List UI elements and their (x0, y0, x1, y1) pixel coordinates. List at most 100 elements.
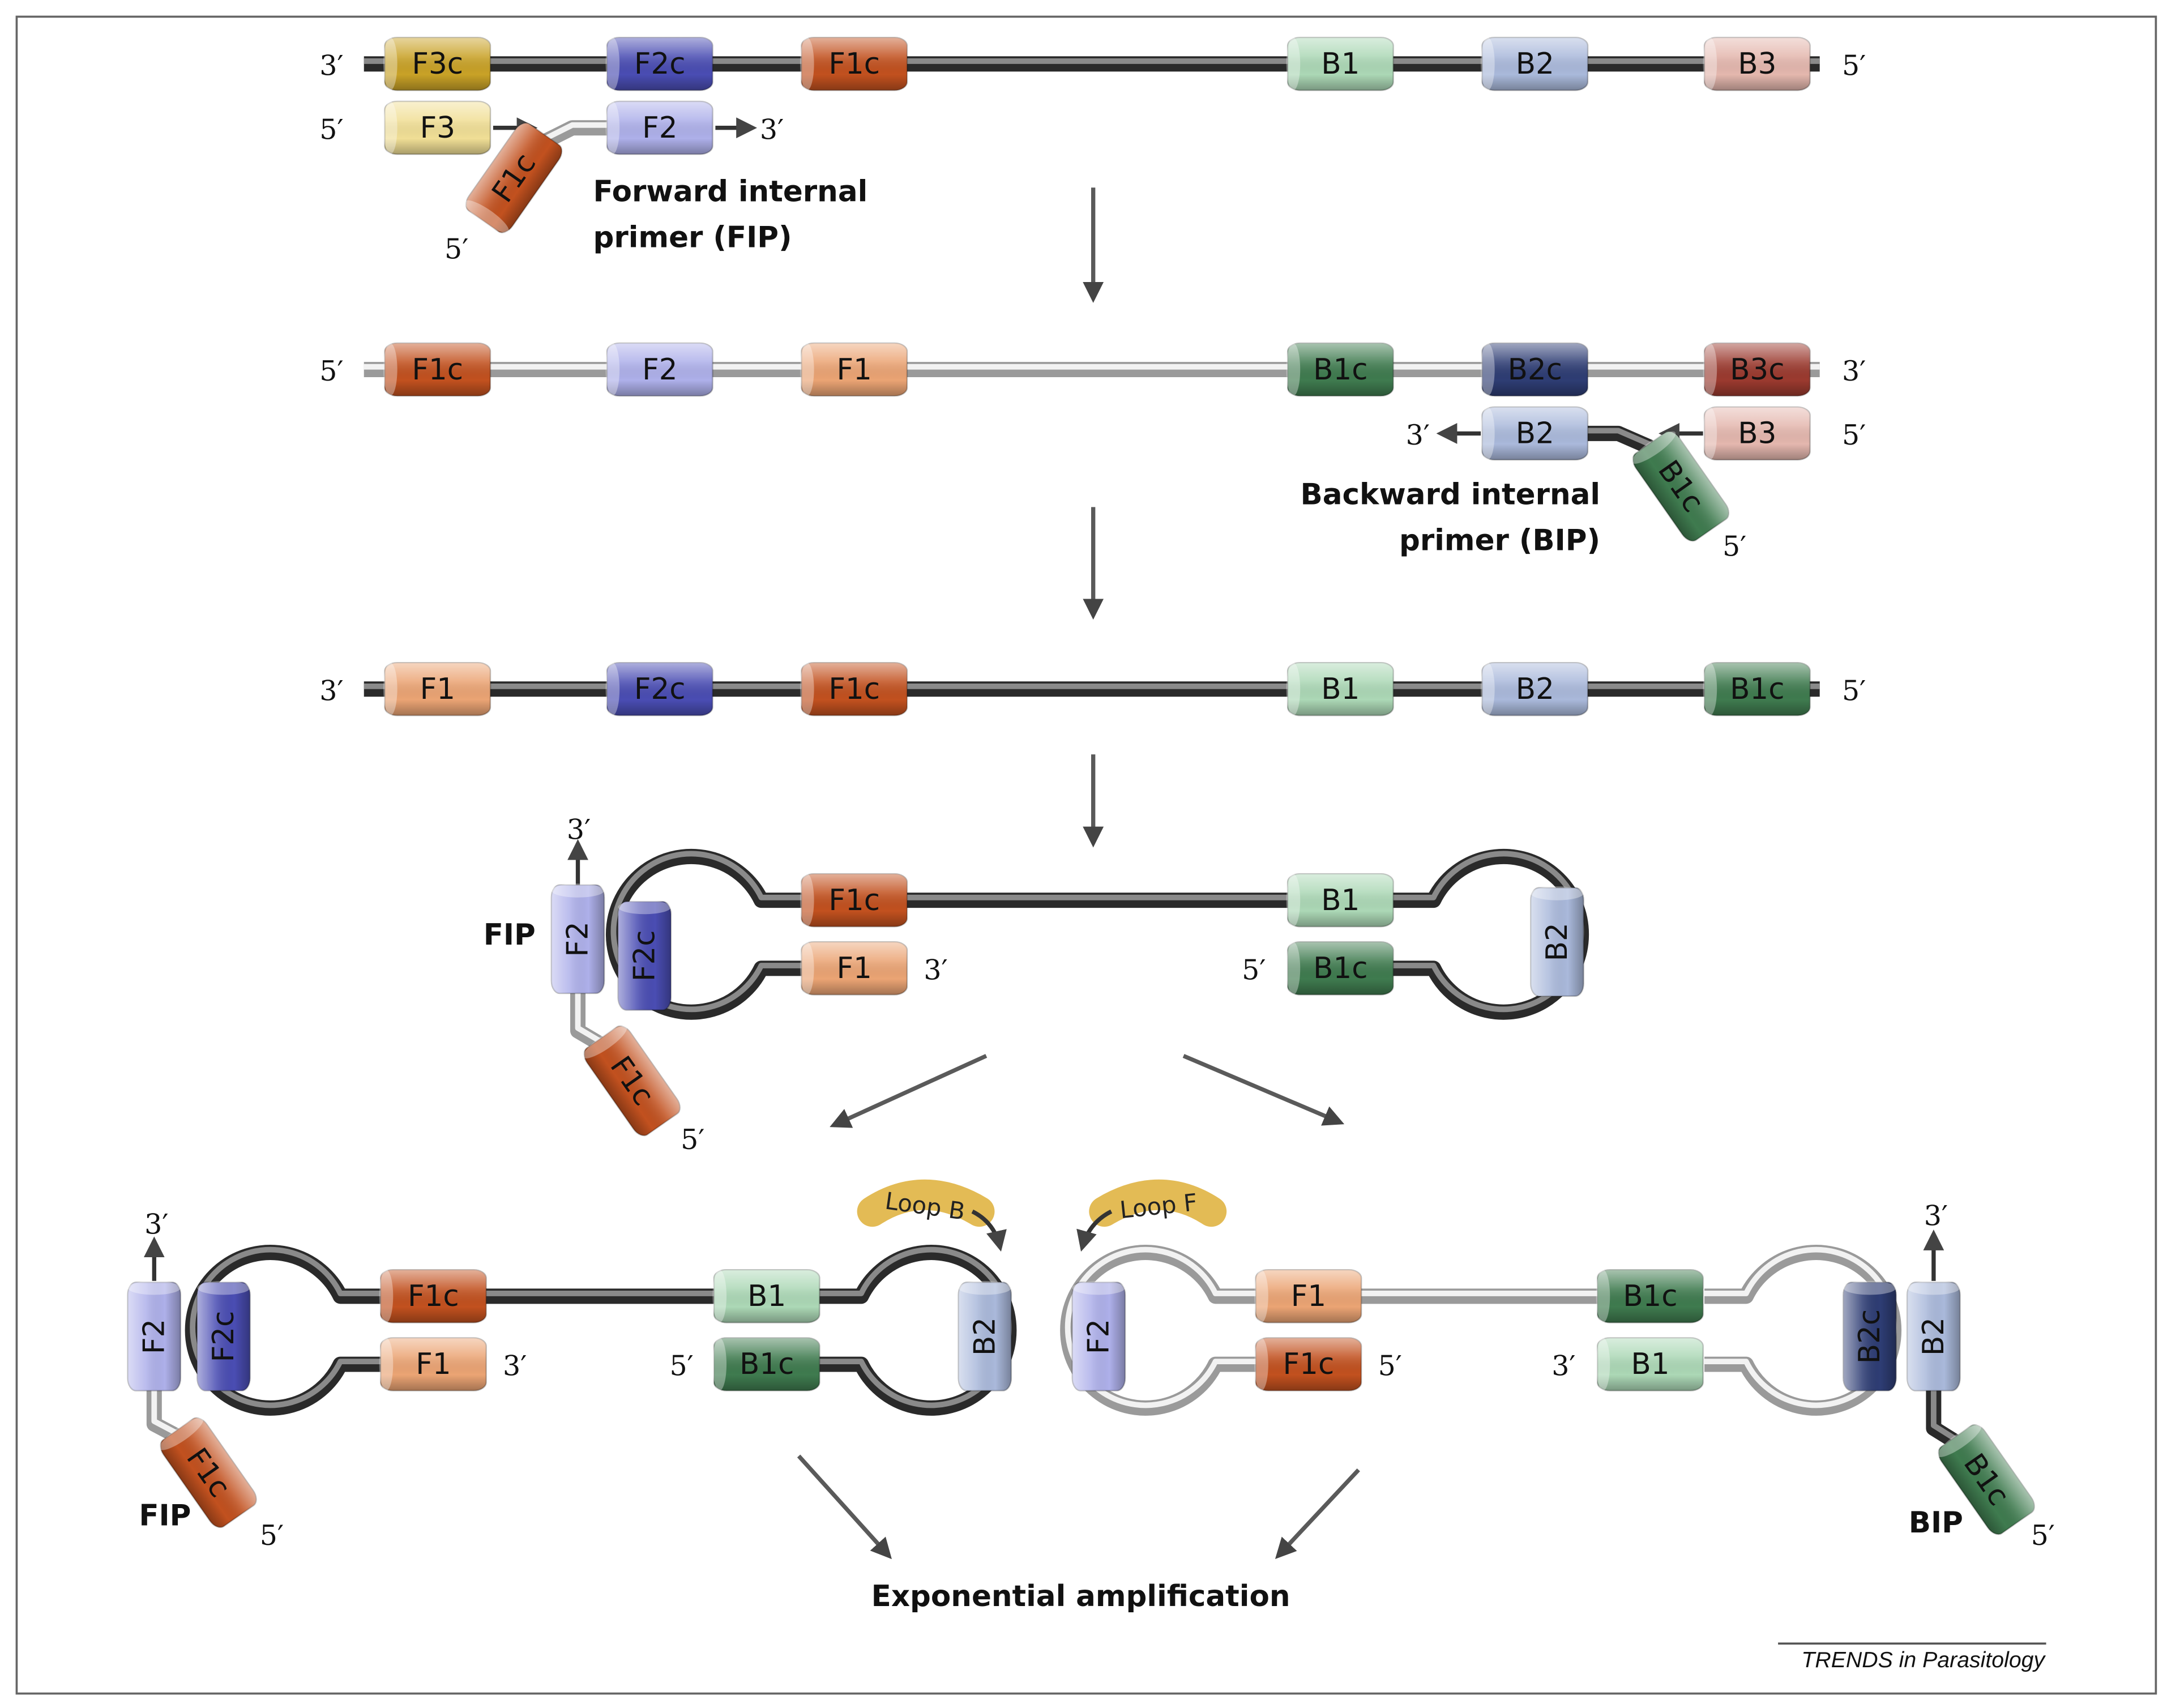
segment-b1c: B1c (1703, 661, 1811, 716)
segment-b2: B2 (1481, 37, 1589, 91)
fip-linker (541, 120, 608, 149)
segment-f1: F1 (800, 342, 908, 397)
segment-b2: B2 (1481, 661, 1589, 716)
segment-b1: B1 (1286, 661, 1394, 716)
segment-f1c: F1c (800, 873, 908, 928)
segment-f2-vertical: F2 (1071, 1280, 1126, 1391)
bip-linker (1586, 425, 1653, 455)
end-label: 3′ (1924, 1199, 1948, 1232)
end-label: 5′ (444, 232, 468, 265)
end-label: 3′ (144, 1207, 168, 1240)
segment-label: B3c (1730, 353, 1784, 387)
segment-label: F1c (1283, 1347, 1335, 1381)
end-label: 5′ (669, 1350, 693, 1382)
segment-label: F1 (416, 1347, 451, 1381)
segment-label: B1 (1631, 1347, 1669, 1381)
left-loop (605, 848, 803, 1020)
segment-label: B3 (1738, 417, 1776, 451)
segment-b1c: B1c (1596, 1269, 1704, 1323)
segment-b3c: B3c (1703, 342, 1811, 397)
journal-credit: TRENDS in Parasitology (1801, 1647, 2046, 1672)
main-strand (364, 56, 1820, 72)
left-loop (185, 1245, 382, 1416)
segment-f2c: F2c (605, 661, 713, 716)
end-label: 5′ (1378, 1350, 1402, 1382)
segment-label: B3 (1738, 47, 1776, 81)
end-label: 5′ (1842, 674, 1866, 707)
end-label: 5′ (1723, 530, 1746, 562)
end-label: 5′ (1842, 49, 1866, 82)
segment-b2-vertical: B2 (1530, 886, 1584, 997)
segment-label: F2 (642, 111, 677, 145)
end-label: 3′ (319, 49, 343, 82)
end-label: 3′ (503, 1350, 527, 1382)
end-label: 5′ (2031, 1519, 2055, 1552)
end-label: 3′ (319, 674, 343, 707)
segment-f2: F2 (605, 100, 713, 155)
segment-label: B1 (747, 1279, 786, 1313)
end-label: 5′ (260, 1519, 284, 1552)
segment-label: B1c (740, 1347, 794, 1381)
main-strand (364, 681, 1820, 697)
segment-b1: B1 (1286, 37, 1394, 91)
end-label: 3′ (760, 113, 784, 146)
segment-f1: F1 (1254, 1269, 1362, 1323)
amplification-arrow (1275, 1468, 1360, 1559)
segment-b1c: B1c (712, 1337, 820, 1391)
end-label: 3′ (1406, 419, 1430, 451)
figure-frame (15, 15, 2157, 1695)
bip-linker (1926, 1386, 1960, 1449)
segment-label: F1 (837, 951, 872, 985)
exponential-amplification-label: Exponential amplification (871, 1579, 1290, 1613)
segment-f2: F2 (605, 342, 713, 397)
end-label: 5′ (319, 113, 343, 146)
segment-label: B2c (1508, 353, 1562, 387)
segment-label: B2 (1917, 1317, 1951, 1356)
segment-label: B2 (1516, 417, 1554, 451)
segment-f1c: F1c (800, 661, 908, 716)
loop-f-badge (1089, 1179, 1227, 1227)
fip-label: FIP (484, 918, 536, 952)
bip-label: BIP (1909, 1506, 1963, 1540)
segment-label: B1 (1321, 672, 1360, 706)
segment-label: B2c (1853, 1309, 1887, 1364)
fip-label: primer (FIP) (593, 221, 792, 255)
segment-b2: B2 (1481, 406, 1589, 461)
segment-label: F1c (828, 883, 880, 917)
segment-label: B2 (1540, 923, 1574, 961)
segment-f1c: F1c (379, 1269, 487, 1323)
fip-label: FIP (139, 1499, 191, 1533)
segment-label: F1c (828, 672, 880, 706)
fip-label: Forward internal (593, 175, 868, 209)
end-label: 5′ (1842, 419, 1866, 451)
segment-b1c: B1c (1286, 941, 1394, 996)
segment-label: F3c (412, 47, 463, 81)
segment-b2-vertical: B2 (958, 1280, 1012, 1391)
segment-label: B2 (1516, 47, 1554, 81)
segment-b1: B1 (712, 1269, 820, 1323)
segment-f2c: F2c (605, 37, 713, 91)
end-label: 3′ (924, 954, 947, 987)
segment-label: F1c (828, 47, 880, 81)
segment-f1: F1 (379, 1337, 487, 1391)
bip-label: primer (BIP) (1399, 523, 1600, 557)
fip-linker (146, 1386, 182, 1444)
segment-label: B2 (1516, 672, 1554, 706)
segment-label: F2 (137, 1319, 171, 1354)
end-label: 5′ (681, 1123, 704, 1156)
segment-label: F1 (420, 672, 455, 706)
segment-b1: B1 (1286, 873, 1394, 928)
segment-label: F2 (1082, 1319, 1116, 1354)
segment-label: F3 (420, 111, 455, 145)
end-label: 3′ (1551, 1350, 1575, 1382)
segment-label: B2 (968, 1317, 1002, 1356)
bip-label: Backward internal (1300, 478, 1600, 512)
segment-f1: F1 (383, 661, 491, 716)
segment-label: F2c (627, 930, 661, 981)
segment-f1c: F1c (383, 342, 491, 397)
main-strand (364, 362, 1820, 378)
segment-b2-vertical: B2 (1907, 1280, 1961, 1391)
segment-f2-vertical: F2 (550, 883, 605, 994)
segment-label: B1c (1313, 951, 1367, 985)
